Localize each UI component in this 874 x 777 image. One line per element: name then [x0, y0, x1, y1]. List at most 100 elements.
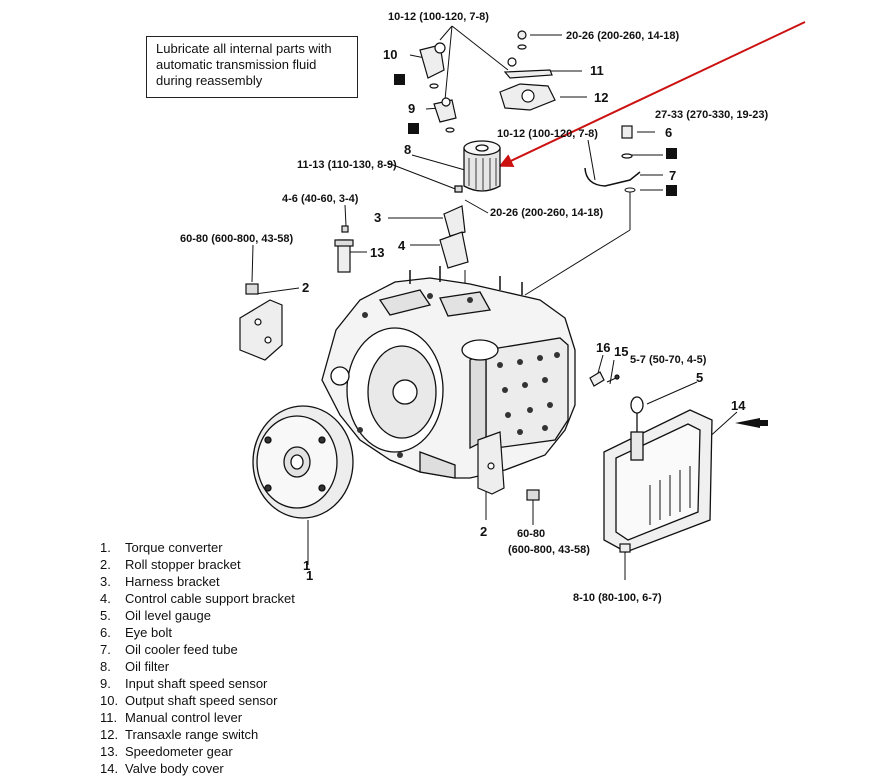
legend-item: 5. Oil level gauge — [100, 607, 295, 624]
legend-number: 12. — [100, 727, 119, 742]
torque-spec: 10-12 (100-120, 7-8) — [497, 128, 598, 140]
torque-spec: 27-33 (270-330, 19-23) — [655, 109, 768, 121]
callout: 6 — [665, 125, 672, 140]
legend-item: 11. Manual control lever — [100, 709, 295, 726]
n-markers: N N N N — [394, 74, 677, 197]
legend-label: Transaxle range switch — [125, 727, 259, 742]
legend-number: 8. — [100, 659, 111, 674]
legend-number: 14. — [100, 761, 119, 776]
n-marker-label: N — [668, 150, 675, 160]
legend-number: 2. — [100, 557, 111, 572]
oil-filter — [454, 140, 501, 193]
legend-number: 4. — [100, 591, 111, 606]
control-cable-support-bracket — [439, 231, 469, 269]
callout: 15 — [614, 344, 628, 359]
legend-label: Roll stopper bracket — [125, 557, 241, 572]
callout: 5 — [696, 370, 703, 385]
legend-item: 8. Oil filter — [100, 658, 295, 675]
legend-item: 10. Output shaft speed sensor — [100, 692, 295, 709]
legend-label: Manual control lever — [125, 710, 243, 725]
n-marker: N — [394, 74, 405, 86]
legend-number: 11. — [100, 710, 118, 725]
case-studs — [409, 266, 523, 295]
small-bolts-15-16 — [589, 371, 620, 387]
legend-label: Input shaft speed sensor — [125, 676, 268, 691]
callout: 7 — [669, 168, 676, 183]
n-marker: N — [666, 148, 677, 160]
legend-label: Oil level gauge — [125, 608, 211, 623]
callout: 16 — [596, 340, 610, 355]
note-line: Lubricate all internal parts with — [156, 41, 332, 56]
callout: 13 — [370, 245, 384, 260]
legend-number: 9. — [100, 676, 111, 691]
roll-stopper-bracket-bottom — [477, 431, 540, 501]
legend-label: Speedometer gear — [125, 744, 233, 759]
note-line: automatic transmission fluid — [156, 57, 317, 72]
legend-item: 13. Speedometer gear — [100, 743, 295, 760]
transaxle-range-switch — [499, 83, 556, 111]
legend-item: 9. Input shaft speed sensor — [100, 675, 295, 692]
speedometer-gear — [334, 225, 354, 273]
torque-spec: 8-10 (80-100, 6-7) — [573, 592, 662, 604]
callout: 11 — [590, 63, 604, 78]
legend-label: Harness bracket — [125, 574, 220, 589]
n-marker: N — [666, 185, 677, 197]
legend-number: 13. — [100, 744, 119, 759]
torque-spec: 60-80 (600-800, 43-58) — [180, 233, 293, 245]
legend-item: 1. Torque converter — [100, 539, 295, 556]
oil-level-gauge — [630, 396, 644, 461]
output-shaft-speed-sensor — [419, 42, 446, 89]
legend-number: 1. — [100, 540, 111, 555]
n-marker-label: N — [396, 76, 403, 86]
oil-cooler-feed-tube — [584, 167, 641, 193]
callout: 1 — [306, 568, 313, 583]
parts-legend: 1. Torque converter 2. Roll stopper bracke… — [100, 539, 295, 777]
torque-spec: 4-6 (40-60, 3-4) — [282, 193, 359, 205]
callout: 2 — [302, 280, 309, 295]
legend-item: 12. Transaxle range switch — [100, 726, 295, 743]
torque-spec: 11-13 (110-130, 8-9) — [297, 159, 397, 171]
legend-label: Torque converter — [125, 540, 223, 555]
callout: 4 — [398, 238, 406, 253]
torque-converter — [252, 405, 354, 519]
harness-bracket — [443, 205, 466, 237]
n-marker-label: N — [668, 187, 675, 197]
n-marker: N — [408, 123, 419, 135]
note-line: during reassembly — [156, 73, 263, 88]
callout: 14 — [731, 398, 746, 413]
legend-number: 5. — [100, 608, 111, 623]
transaxle-case — [321, 277, 576, 479]
callout: 10 — [383, 47, 397, 62]
callout: 12 — [594, 90, 608, 105]
legend-number: 6. — [100, 625, 111, 640]
roll-stopper-bracket-left — [239, 283, 283, 361]
eye-bolt — [621, 125, 633, 159]
torque-labels: 10-12 (100-120, 7-8) 20-26 (200-260, 14-… — [180, 11, 768, 604]
torque-spec: 60-80 — [517, 528, 545, 540]
legend-item: 2. Roll stopper bracket — [100, 556, 295, 573]
legend-label: Oil filter — [125, 659, 170, 674]
input-shaft-speed-sensor — [433, 97, 457, 133]
legend-label: Output shaft speed sensor — [125, 693, 278, 708]
torque-spec: 10-12 (100-120, 7-8) — [388, 11, 489, 23]
pan-bolt — [619, 543, 631, 553]
callout: 3 — [374, 210, 381, 225]
n-marker-label: N — [410, 125, 417, 135]
callout-numbers: 1 1 2 2 3 4 5 6 7 8 9 10 11 12 13 14 15 … — [302, 47, 746, 583]
valve-body-cover — [603, 409, 713, 553]
callout: 2 — [480, 524, 487, 539]
legend-item: 3. Harness bracket — [100, 573, 295, 590]
legend-number: 7. — [100, 642, 111, 657]
legend-label: Valve body cover — [125, 761, 224, 776]
legend-number: 10. — [100, 693, 119, 708]
torque-spec: (600-800, 43-58) — [508, 544, 590, 556]
legend-number: 3. — [100, 574, 111, 589]
legend-label: Eye bolt — [125, 625, 172, 640]
torque-spec: 5-7 (50-70, 4-5) — [630, 354, 707, 366]
legend-item: 14. Valve body cover — [100, 760, 295, 777]
legend-label: Oil cooler feed tube — [125, 642, 238, 657]
callout: 1 — [303, 558, 310, 573]
legend-item: 6. Eye bolt — [100, 624, 295, 641]
callout: 9 — [408, 101, 415, 116]
